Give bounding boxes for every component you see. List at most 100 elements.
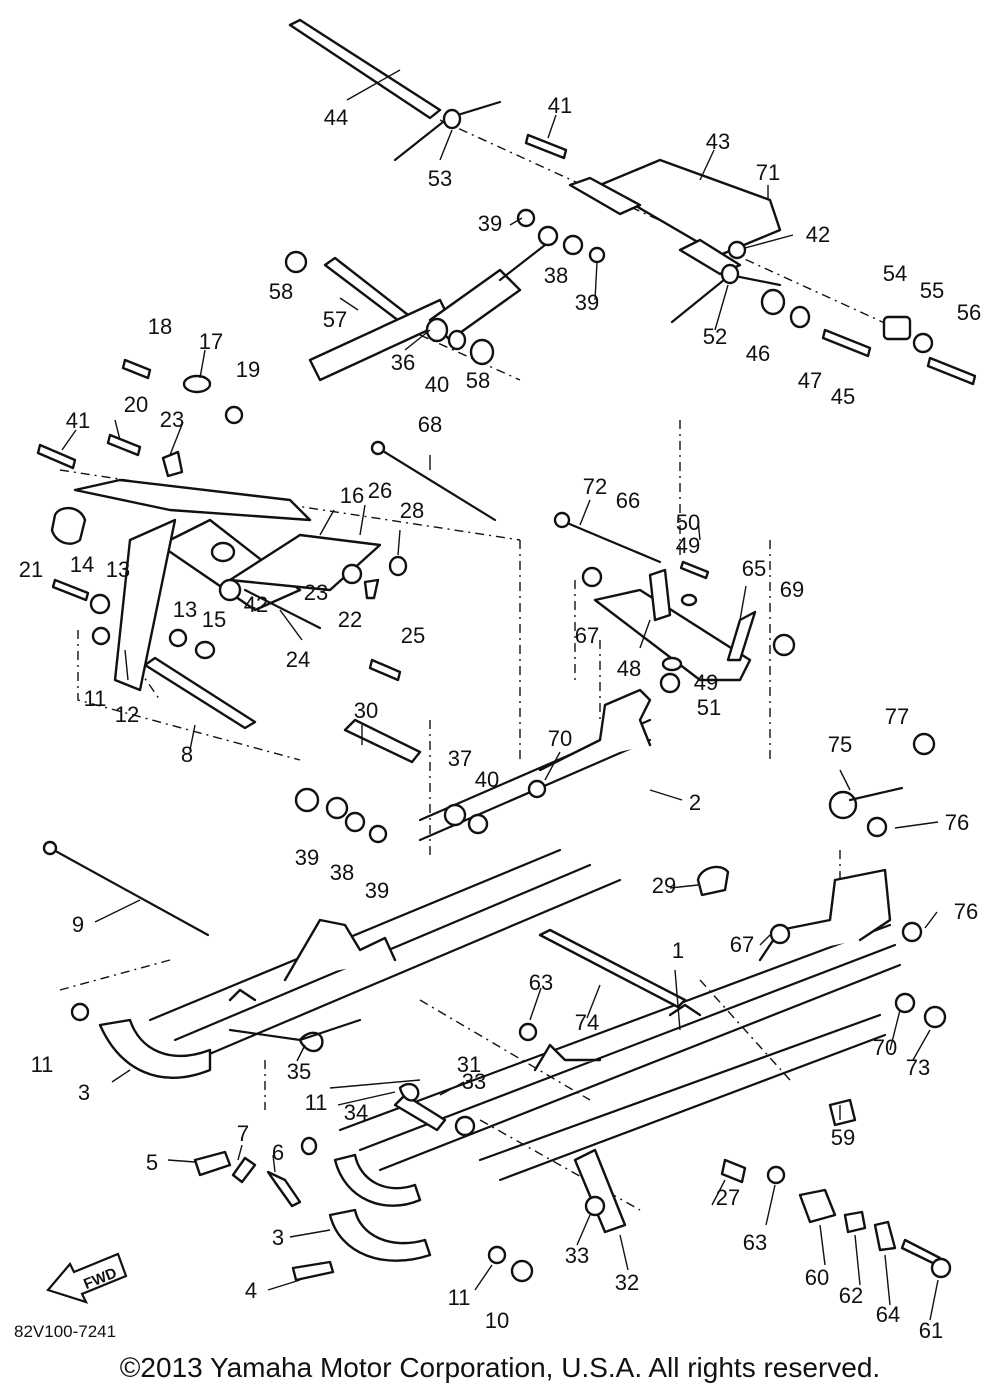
small-parts xyxy=(36,133,977,1283)
callout-label: 49 xyxy=(694,670,718,695)
callout-label: 24 xyxy=(286,647,310,672)
callout-label: 41 xyxy=(548,93,572,118)
shock-absorber xyxy=(428,225,559,342)
callout-label: 75 xyxy=(828,732,852,757)
center-linkage xyxy=(593,568,757,682)
callout-label: 21 xyxy=(19,557,43,582)
callout-label: 76 xyxy=(945,810,969,835)
callout-label: 20 xyxy=(124,392,148,417)
front-curve-parts xyxy=(98,1018,432,1262)
callout-label: 73 xyxy=(906,1055,930,1080)
callout-label: 27 xyxy=(716,1185,740,1210)
callout-label: 49 xyxy=(676,533,700,558)
callout-label: 25 xyxy=(401,623,425,648)
callout-label: 3 xyxy=(272,1225,284,1250)
callout-label: 11 xyxy=(84,686,107,711)
callout-label: 65 xyxy=(742,556,766,581)
callout-label: 35 xyxy=(287,1059,311,1084)
callout-label: 59 xyxy=(831,1125,855,1150)
callout-label: 23 xyxy=(304,580,328,605)
callout-label: 3 xyxy=(78,1080,90,1105)
leader-lines xyxy=(61,69,939,1321)
callout-label: 9 xyxy=(72,912,84,937)
copyright-notice: ©2013 Yamaha Motor Corporation, U.S.A. A… xyxy=(119,1352,881,1383)
callout-label: 47 xyxy=(798,368,822,393)
callout-label: 44 xyxy=(324,105,348,130)
long-bolts xyxy=(42,440,662,937)
callout-label: 19 xyxy=(236,357,260,382)
callout-label: 67 xyxy=(730,932,754,957)
callout-label: 23 xyxy=(160,407,184,432)
callout-label: 32 xyxy=(615,1270,639,1295)
callout-label: 71 xyxy=(756,160,780,185)
callout-label: 39 xyxy=(295,845,319,870)
callout-label: 63 xyxy=(529,970,553,995)
callout-label: 54 xyxy=(883,261,907,286)
callout-label: 18 xyxy=(148,314,172,339)
callout-label: 51 xyxy=(697,695,721,720)
slide-rails xyxy=(148,688,902,1182)
callout-label: 11 xyxy=(305,1090,328,1115)
callout-label: 72 xyxy=(583,474,607,499)
drawing-code: 82V100-7241 xyxy=(14,1322,117,1341)
callout-label: 64 xyxy=(876,1302,900,1327)
callout-label: 7 xyxy=(237,1121,249,1146)
callout-label: 16 xyxy=(340,483,364,508)
callout-label: 62 xyxy=(839,1283,863,1308)
callout-label: 4 xyxy=(245,1278,257,1303)
callout-label: 58 xyxy=(269,279,293,304)
shafts xyxy=(143,18,687,1234)
callout-label: 38 xyxy=(330,860,354,885)
callout-label: 13 xyxy=(106,557,130,582)
callout-label: 17 xyxy=(199,329,223,354)
callout-label: 33 xyxy=(462,1069,486,1094)
callout-label: 50 xyxy=(676,510,700,535)
callout-label: 38 xyxy=(544,263,568,288)
callout-label: 29 xyxy=(652,873,676,898)
callout-label: 58 xyxy=(466,368,490,393)
callout-label: 42 xyxy=(806,222,830,247)
callout-label: 41 xyxy=(66,408,90,433)
callout-label: 67 xyxy=(575,623,599,648)
callout-label: 31 xyxy=(457,1052,481,1077)
callout-label: 74 xyxy=(575,1010,599,1035)
callout-label: 26 xyxy=(368,478,392,503)
callout-label: 8 xyxy=(181,742,193,767)
callout-label: 40 xyxy=(475,767,499,792)
callout-label: 76 xyxy=(954,899,978,924)
callout-label: 42 xyxy=(244,592,268,617)
callout-label: 12 xyxy=(115,702,139,727)
callout-label: 70 xyxy=(548,726,572,751)
callout-label: 37 xyxy=(448,746,472,771)
callout-label: 5 xyxy=(146,1150,158,1175)
fwd-arrow-icon: FWD xyxy=(46,1252,128,1304)
callout-label: 39 xyxy=(478,211,502,236)
callout-label: 22 xyxy=(338,607,362,632)
callout-label: 63 xyxy=(743,1230,767,1255)
callout-label: 39 xyxy=(575,290,599,315)
callout-label: 6 xyxy=(272,1140,284,1165)
callout-label: 34 xyxy=(344,1100,368,1125)
callout-label: 46 xyxy=(746,341,770,366)
callout-label: 68 xyxy=(418,412,442,437)
callout-label: 45 xyxy=(831,384,855,409)
callout-label: 1 xyxy=(672,938,684,963)
callout-label: 13 xyxy=(173,597,197,622)
callout-label: 60 xyxy=(805,1265,829,1290)
callout-label: 30 xyxy=(354,698,378,723)
callout-label: 28 xyxy=(400,498,424,523)
callout-label: 48 xyxy=(617,656,641,681)
callout-label: 11 xyxy=(31,1052,54,1077)
springs xyxy=(228,100,782,1042)
callout-label: 15 xyxy=(202,607,226,632)
callout-label: 39 xyxy=(365,878,389,903)
callout-label: 33 xyxy=(565,1243,589,1268)
callout-label: 11 xyxy=(448,1285,471,1310)
callout-label: 57 xyxy=(323,307,347,332)
callout-label: 10 xyxy=(485,1308,509,1333)
callout-label: 66 xyxy=(616,488,640,513)
callout-label: 55 xyxy=(920,278,944,303)
callout-label: 2 xyxy=(689,790,701,815)
callout-label: 70 xyxy=(873,1035,897,1060)
